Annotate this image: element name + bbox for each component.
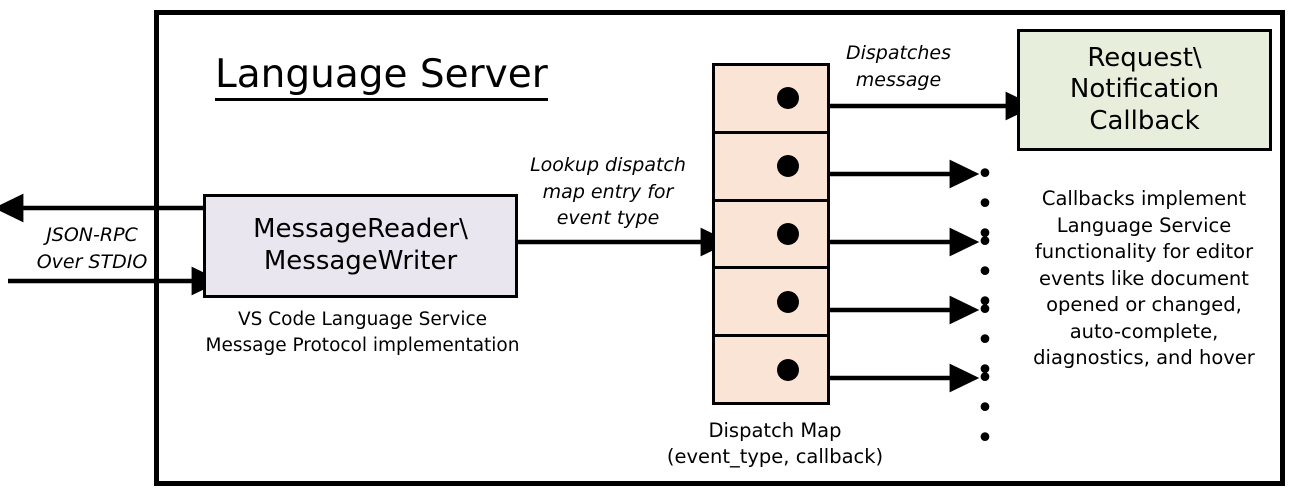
entry-dot-icon xyxy=(777,358,799,381)
dispatch-map[interactable] xyxy=(712,63,830,405)
dispatches-message-label: Dispatches message xyxy=(845,42,952,91)
ellipsis-row-3: • • • xyxy=(976,225,996,320)
lookup-dispatch-label: Lookup dispatch map entry for event type xyxy=(530,154,686,230)
dispatch-map-row[interactable] xyxy=(712,130,830,202)
dispatch-map-caption: Dispatch Map (event_type, callback) xyxy=(666,419,884,468)
request-notification-callback-box[interactable]: Request\ Notification Callback xyxy=(1017,29,1272,151)
dispatch-map-row[interactable] xyxy=(712,198,830,270)
ellipsis-row-2: • • • xyxy=(976,157,996,252)
message-reader-writer-box[interactable]: MessageReader\ MessageWriter xyxy=(203,194,518,298)
page-title-text: Language Server xyxy=(215,52,548,101)
jsonrpc-transport-label: JSON-RPC Over STDIO xyxy=(36,224,148,273)
page-title: Language Server xyxy=(215,52,605,101)
dispatch-map-row[interactable] xyxy=(712,63,830,134)
message-reader-writer-label: MessageReader\ MessageWriter xyxy=(253,214,468,276)
message-reader-writer-caption: VS Code Language Service Message Protoco… xyxy=(205,309,520,357)
entry-dot-icon xyxy=(777,222,799,245)
dispatch-map-row[interactable] xyxy=(712,266,830,338)
entry-dot-icon xyxy=(777,87,799,110)
entry-dot-icon xyxy=(777,155,799,178)
ellipsis-row-4: • • • xyxy=(976,293,996,388)
callback-description-caption: Callbacks implement Language Service fun… xyxy=(1033,187,1255,370)
request-notification-callback-label: Request\ Notification Callback xyxy=(1069,43,1220,136)
entry-dot-icon xyxy=(777,290,799,313)
dispatch-map-row[interactable] xyxy=(712,334,830,405)
ellipsis-row-5: • • • xyxy=(976,361,996,456)
